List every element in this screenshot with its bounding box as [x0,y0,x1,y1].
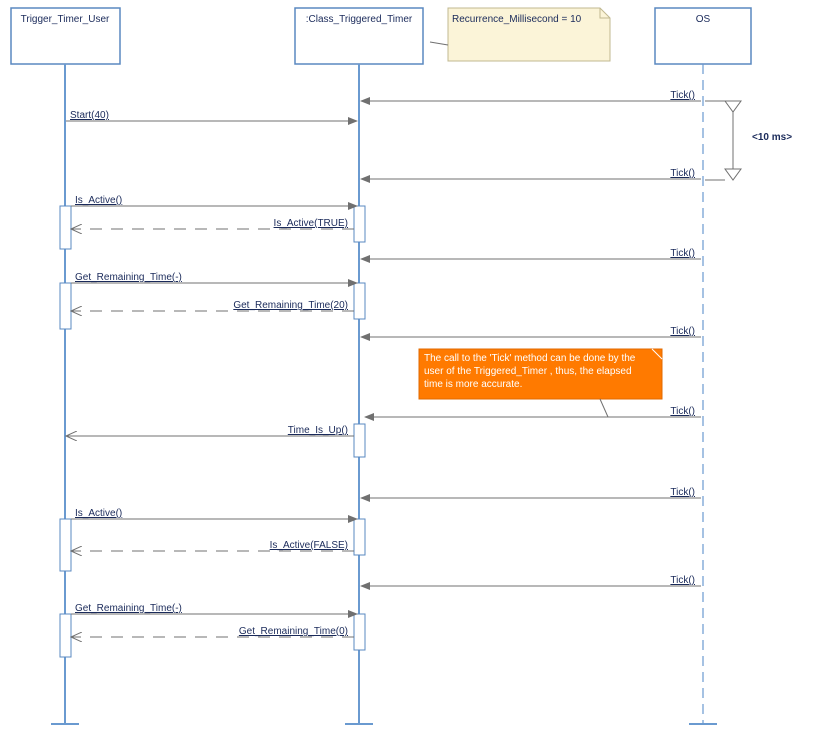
message-tick-4[interactable]: Tick() [360,326,701,341]
message-label: Start(40) [70,110,109,121]
duration-label: <10 ms> [752,132,792,143]
lifeline-header-user[interactable]: Trigger_Timer_User [10,7,121,65]
message-get-remaining-2[interactable]: Get_Remaining_Time(-) [71,603,358,618]
message-is-active-1[interactable]: Is_Active() [71,195,358,210]
activation-user-3 [59,518,72,572]
message-is-active-false[interactable]: Is_Active(FALSE) [71,540,354,551]
message-label: Tick() [670,575,695,586]
note-tick-line-1: The call to the 'Tick' method can be don… [424,353,636,364]
message-label: Get_Remaining_Time(20) [233,300,348,311]
message-label: Is_Active(TRUE) [274,218,348,229]
activation-user-4 [59,613,72,658]
lifeline-os-name: OS [696,14,711,25]
message-time-is-up[interactable]: Time_Is_Up() [66,425,354,436]
activation-timer-1 [353,205,366,243]
activation-user-2 [59,282,72,330]
note-recurrence[interactable]: Recurrence_Millisecond = 10 [447,7,611,62]
note-recurrence-connector [429,41,449,46]
lifeline-header-timer[interactable]: :Class_Triggered_Timer [294,7,424,65]
message-tick-2[interactable]: Tick() [360,168,701,183]
message-label: Tick() [670,326,695,337]
message-tick-3[interactable]: Tick() [360,248,701,263]
message-tick-7[interactable]: Tick() [360,575,701,590]
message-is-active-2[interactable]: Is_Active() [71,508,358,523]
message-label: Get_Remaining_Time(-) [75,272,182,283]
note-tick[interactable]: The call to the 'Tick' method can be don… [418,348,663,400]
note-tick-connector [599,398,609,418]
message-label: Tick() [670,90,695,101]
message-label: Get_Remaining_Time(0) [239,626,348,637]
messages: Tick() Start(40) Tick() Is_Active() Is_Activ… [66,90,701,637]
message-start[interactable]: Start(40) [66,110,358,125]
message-label: Get_Remaining_Time(-) [75,603,182,614]
message-get-remaining-20[interactable]: Get_Remaining_Time(20) [71,300,354,311]
note-tick-line-2: user of the Triggered_Timer , thus, the … [424,366,632,377]
message-label: Tick() [670,168,695,179]
duration-constraint[interactable]: <10 ms> [705,100,792,181]
activation-user-1 [59,205,72,250]
message-is-active-true[interactable]: Is_Active(TRUE) [71,218,354,229]
message-label: Time_Is_Up() [288,425,348,436]
lifeline-header-os[interactable]: OS [654,7,752,65]
message-get-remaining-0[interactable]: Get_Remaining_Time(0) [71,626,354,637]
message-label: Is_Active(FALSE) [270,540,348,551]
activation-timer-4 [353,518,366,556]
note-recurrence-text: Recurrence_Millisecond = 10 [452,14,582,25]
message-label: Tick() [670,406,695,417]
note-tick-line-3: time is more accurate. [424,379,522,390]
message-label: Tick() [670,487,695,498]
message-tick-6[interactable]: Tick() [360,487,701,502]
lifeline-timer-name: :Class_Triggered_Timer [306,14,413,25]
message-get-remaining-1[interactable]: Get_Remaining_Time(-) [71,272,358,287]
activation-timer-5 [353,613,366,651]
activation-timer-2 [353,282,366,320]
message-tick-1[interactable]: Tick() [360,90,701,105]
lifeline-user-name: Trigger_Timer_User [21,14,110,25]
message-tick-5[interactable]: Tick() [364,406,701,421]
message-label: Is_Active() [75,195,122,206]
message-label: Is_Active() [75,508,122,519]
message-label: Tick() [670,248,695,259]
activation-timer-3 [353,423,366,458]
